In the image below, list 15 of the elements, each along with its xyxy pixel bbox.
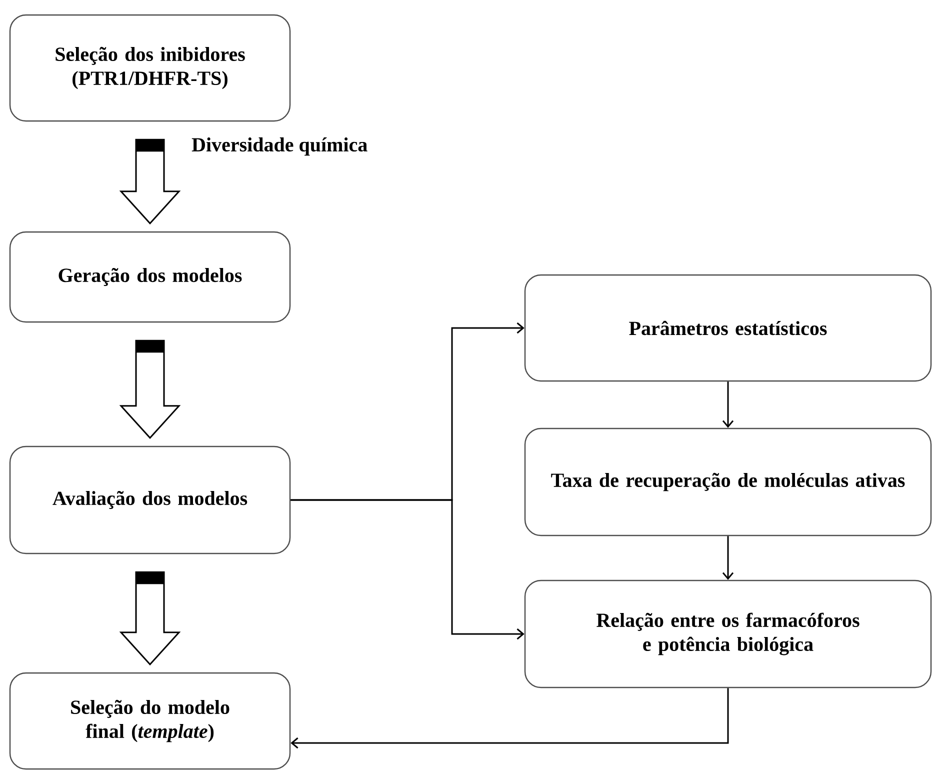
block-arrow <box>119 571 181 666</box>
arrow <box>722 382 734 428</box>
process-box: Geração dos modelos <box>9 231 291 323</box>
process-box: Taxa de recuperação de moléculas ativas <box>524 428 932 536</box>
block-arrow <box>119 138 181 225</box>
edge-label: Diversidade química <box>192 137 368 156</box>
arrow <box>722 536 734 580</box>
process-box: Seleção do modelo final (template) <box>9 672 291 770</box>
block-arrow <box>119 340 181 440</box>
arrow <box>290 688 729 749</box>
process-box: Parâmetros estatísticos <box>524 274 932 382</box>
process-box: Seleção dos inibidores (PTR1/DHFR-TS) <box>9 14 291 122</box>
process-box: Relação entre os farmacóforos e potência biológica <box>524 580 932 688</box>
process-box: Avaliação dos modelos <box>9 446 291 554</box>
arrow <box>290 499 524 640</box>
